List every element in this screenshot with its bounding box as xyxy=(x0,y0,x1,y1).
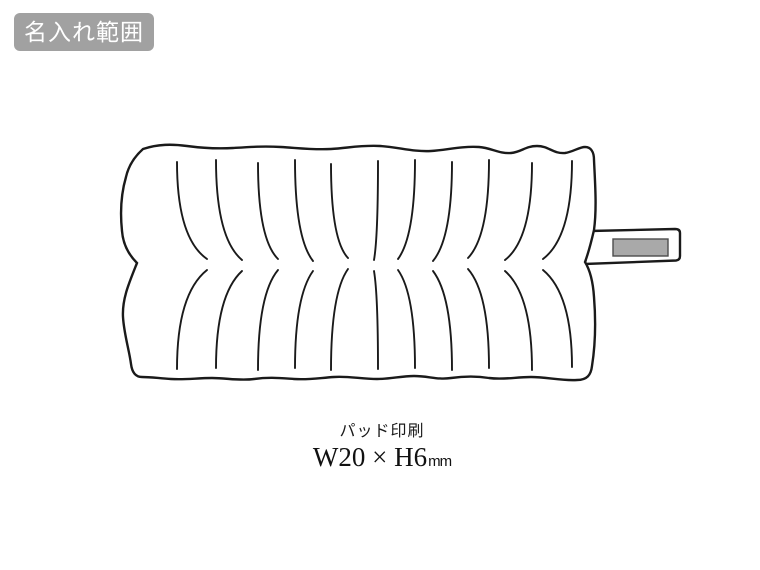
print-size-value: W20 × H6 xyxy=(312,442,428,472)
quilt-lines xyxy=(176,159,573,371)
quilt-line-top xyxy=(176,161,208,260)
quilt-line-top xyxy=(504,162,533,261)
quilt-line-top xyxy=(542,160,573,260)
quilt-line-bottom xyxy=(215,270,243,369)
quilt-line-top xyxy=(467,159,490,259)
print-size-label: W20 × H6mm xyxy=(2,442,760,473)
quilt-line-bottom xyxy=(330,268,349,371)
quilt-line-top xyxy=(294,159,314,262)
quilt-line-bottom xyxy=(432,270,453,371)
quilt-line-top xyxy=(397,159,416,260)
pouch-outline xyxy=(119,143,597,382)
print-area-rect xyxy=(612,238,669,257)
print-size-unit: mm xyxy=(428,453,452,470)
quilt-line-bottom xyxy=(176,269,208,370)
imprint-range-badge-label: 名入れ範囲 xyxy=(24,19,144,45)
quilt-line-top xyxy=(330,163,349,259)
quilt-line-top xyxy=(257,162,279,260)
quilt-line-bottom xyxy=(397,269,416,369)
quilt-line-bottom xyxy=(504,270,533,371)
quilt-line-bottom xyxy=(542,269,573,368)
zipper-tab xyxy=(583,227,682,266)
quilt-line-bottom xyxy=(467,268,490,369)
quilt-line-bottom xyxy=(294,270,314,369)
print-method-label: パッド印刷 xyxy=(339,423,425,440)
quilt-line-top xyxy=(432,161,453,262)
print-caption: パッド印刷 W20 × H6mm xyxy=(2,417,760,473)
quilt-line-top xyxy=(215,159,243,261)
quilt-line-bottom xyxy=(373,270,379,370)
imprint-range-badge: 名入れ範囲 xyxy=(14,13,154,51)
quilt-line-top xyxy=(373,160,379,261)
quilt-line-bottom xyxy=(257,269,279,371)
